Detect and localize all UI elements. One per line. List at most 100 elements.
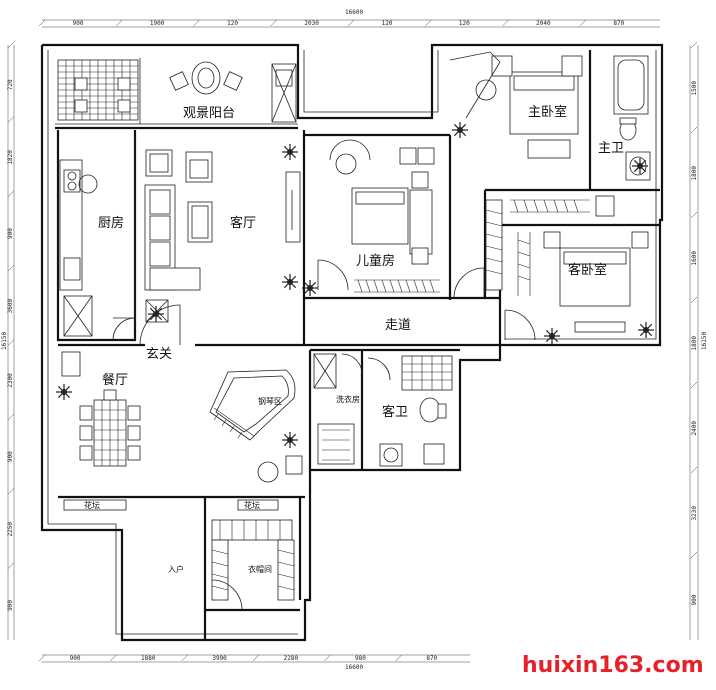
- plant-icon: [632, 158, 648, 174]
- dim-bottom-seg-tick-0: [38, 654, 46, 662]
- dim-right-seg-tick-6: [690, 551, 698, 559]
- dim-top-seg-tick-0: [38, 19, 46, 27]
- room-label-piano: 钢琴区: [258, 396, 282, 406]
- dim-right-seg-2: 1600: [691, 251, 698, 266]
- dim-left-total: 16150: [1, 332, 8, 350]
- dim-left-seg-5: 900: [7, 451, 14, 462]
- piano-area: [209, 369, 303, 483]
- dim-bottom-seg-2: 3990: [212, 655, 227, 662]
- dining-furniture: [61, 351, 141, 467]
- dim-top-seg-tick-4: [347, 19, 355, 27]
- dim-left-seg-tick-3: [7, 264, 15, 272]
- dim-bottom-seg-0: 900: [70, 655, 81, 662]
- laundry-fixtures: [313, 353, 363, 465]
- dim-bottom-seg-1: 1880: [141, 655, 156, 662]
- room-label-guest-bath: 客卫: [382, 404, 408, 420]
- dim-top-seg-1: 1900: [150, 20, 165, 27]
- dim-top-seg-0: 900: [73, 20, 84, 27]
- plant-icon: [638, 322, 654, 338]
- room-label-closet: 衣帽间: [248, 564, 272, 574]
- dim-left-seg-6: 2250: [7, 522, 14, 537]
- dim-right-seg-5: 3230: [691, 506, 698, 521]
- dim-left-seg-4: 2300: [7, 373, 14, 388]
- room-label-living: 客厅: [230, 215, 256, 231]
- room-label-master-bath: 主卫: [598, 141, 624, 156]
- dim-bottom-seg-3: 2280: [284, 655, 299, 662]
- dim-top-seg-7: 870: [613, 20, 624, 27]
- dim-left-seg-tick-2: [7, 190, 15, 197]
- guest-furniture: [504, 231, 649, 341]
- dim-bottom-seg-tick-4: [324, 654, 331, 662]
- dim-bottom-seg-tick-1: [110, 654, 117, 662]
- label-flower-bed-left: 花坛: [84, 500, 100, 510]
- room-label-dining: 餐厅: [102, 372, 128, 388]
- plant-icon: [282, 432, 298, 448]
- flower-bed-right: [237, 499, 279, 511]
- plant-icon: [148, 306, 164, 322]
- room-label-children: 儿童房: [356, 253, 395, 269]
- room-label-master: 主卧室: [528, 104, 567, 120]
- room-label-balcony: 观景阳台: [183, 106, 235, 121]
- dim-right-seg-tick-3: [690, 296, 698, 304]
- plant-icon: [302, 280, 318, 296]
- label-flower-bed-right: 花坛: [244, 500, 260, 510]
- plant-icon: [56, 384, 72, 400]
- dim-bottom-seg-tick-5: [395, 654, 402, 662]
- dim-left-seg-1: 1820: [7, 150, 14, 165]
- dim-bottom-seg-4: 980: [355, 655, 366, 662]
- dim-top-seg-4: 120: [382, 20, 393, 27]
- dimension-left: 16150 720 1820 900 3600 2300 900 2250 900: [1, 41, 15, 640]
- room-label-kitchen: 厨房: [98, 215, 124, 231]
- flower-bed-left: [63, 499, 127, 511]
- dim-right-seg-1: 1800: [691, 166, 698, 181]
- room-label-laundry: 洗衣房: [336, 394, 360, 404]
- dim-right-seg-tick-4: [690, 381, 698, 389]
- dim-left-seg-0: 720: [7, 79, 14, 90]
- dim-left-seg-3: 3600: [7, 298, 14, 313]
- dim-top-seg-tick-2: [193, 19, 200, 27]
- plant-icon: [544, 328, 560, 344]
- dim-bottom-total: 16600: [345, 664, 363, 671]
- room-label-guest: 客卧室: [568, 262, 607, 278]
- plants: [56, 122, 654, 448]
- dim-top-seg-6: 2040: [536, 20, 551, 27]
- dim-left-seg-tick-5: [7, 413, 15, 421]
- watermark: huixin163.com: [522, 653, 704, 678]
- dim-left-seg-tick-4: [7, 339, 15, 346]
- room-label-foyer: 玄关: [146, 347, 172, 362]
- plant-icon: [452, 122, 468, 138]
- dim-top-total: 16600: [345, 9, 363, 16]
- plant-icon: [282, 144, 298, 160]
- children-furniture: [317, 139, 440, 293]
- dim-top-seg-tick-7: [579, 19, 586, 27]
- living-furniture: [144, 149, 301, 323]
- dim-right-total: 16150: [701, 332, 708, 350]
- room-label-entry: 入户: [168, 564, 184, 574]
- guest-bath-fixtures: [367, 355, 453, 467]
- dim-bottom-seg-tick-2: [181, 654, 188, 662]
- dim-left-seg-7: 900: [7, 600, 14, 611]
- dim-top-seg-tick-3: [270, 19, 277, 27]
- dim-left-seg-tick-7: [7, 562, 15, 569]
- dim-left-seg-2: 900: [7, 228, 14, 239]
- dim-right-seg-tick-5: [690, 466, 698, 474]
- room-label-corridor: 走道: [385, 318, 411, 333]
- dim-right-seg-4: 2400: [691, 421, 698, 436]
- dim-top-seg-tick-6: [502, 19, 509, 27]
- dim-right-seg-0: 1500: [691, 81, 698, 96]
- dim-left-seg-tick-6: [7, 488, 15, 495]
- dim-left-seg-tick-1: [7, 116, 15, 123]
- dim-right-seg-tick-2: [690, 211, 698, 219]
- dim-right-seg-tick-0: [690, 41, 698, 49]
- dim-top-seg-tick-5: [425, 19, 432, 27]
- master-bath-fixtures: [595, 55, 651, 217]
- dim-top-seg-5: 120: [459, 20, 470, 27]
- dim-right-seg-tick-1: [690, 126, 698, 134]
- dim-top-seg-2: 120: [227, 20, 238, 27]
- doors: [139, 267, 485, 346]
- master-furniture: [449, 51, 590, 291]
